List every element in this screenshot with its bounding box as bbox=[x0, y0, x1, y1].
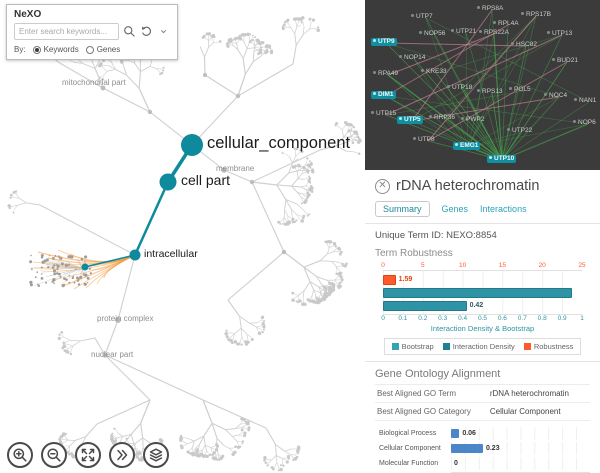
go-alignment-chart: Biological Process 0.06 Cellular Compone… bbox=[375, 427, 590, 473]
go-alignment-table: Best Aligned GO Term rDNA heterochromati… bbox=[375, 384, 590, 421]
network-node-utp9[interactable]: UTP9 bbox=[371, 38, 397, 46]
radio-genes[interactable]: Genes bbox=[85, 45, 120, 54]
go-alignment-heading: Gene Ontology Alignment bbox=[375, 368, 501, 380]
tab-summary[interactable]: Summary bbox=[375, 201, 430, 217]
bootstrap-bar[interactable] bbox=[383, 287, 573, 298]
ontology-tree-canvas[interactable] bbox=[0, 0, 365, 473]
robustness-value: 1.59 bbox=[398, 276, 413, 283]
search-panel: NeXO By: Keywords bbox=[6, 4, 178, 60]
interaction-density-value: 0.42 bbox=[469, 302, 484, 309]
interaction-density-bar[interactable] bbox=[383, 300, 467, 311]
zoom-controls bbox=[7, 442, 169, 468]
network-node-rps17b[interactable]: RPS17B bbox=[521, 11, 551, 19]
tree-node-intracellular[interactable]: intracellular bbox=[144, 248, 198, 260]
robustness-bars: 1.59 0.42 bbox=[383, 271, 582, 314]
tree-label-nuclear-part[interactable]: nuclear part bbox=[91, 350, 134, 359]
network-node-utp22[interactable]: UTP22 bbox=[507, 127, 532, 135]
network-edges-canvas[interactable] bbox=[365, 0, 600, 170]
bottom-axis-title: Interaction Density & Bootstrap bbox=[430, 324, 535, 333]
network-node-kre33[interactable]: KRE33 bbox=[421, 68, 447, 76]
network-node-pwp2[interactable]: PWP2 bbox=[461, 116, 484, 124]
detail-tabs: Summary Genes Interactions bbox=[375, 201, 590, 217]
unique-term-id: Unique Term ID: NEXO:8854 bbox=[375, 230, 497, 241]
layers-button[interactable] bbox=[143, 442, 169, 468]
table-row: Best Aligned GO Term rDNA heterochromati… bbox=[375, 384, 590, 403]
ontology-tree-pane[interactable]: mitochondrial part membrane protein comp… bbox=[0, 0, 365, 473]
term-detail-panel: ✕ rDNA heterochromatin Summary Genes Int… bbox=[365, 170, 600, 473]
chevron-down-icon[interactable] bbox=[156, 25, 170, 39]
network-node-utp21[interactable]: UTP21 bbox=[451, 28, 476, 36]
network-node-nop6[interactable]: NOP6 bbox=[573, 119, 596, 127]
network-node-emg1[interactable]: EMG1 bbox=[453, 142, 481, 150]
radio-keywords[interactable]: Keywords bbox=[32, 45, 79, 54]
term-title: rDNA heterochromatin bbox=[396, 178, 540, 194]
network-node-nan1[interactable]: NAN1 bbox=[574, 97, 596, 105]
network-node-rrp36[interactable]: RRP36 bbox=[429, 114, 455, 122]
close-icon[interactable]: ✕ bbox=[375, 178, 390, 194]
detail-header: ✕ rDNA heterochromatin bbox=[375, 178, 590, 194]
network-node-utp5[interactable]: UTP5 bbox=[397, 116, 423, 124]
network-node-bud21[interactable]: BUD21 bbox=[552, 57, 578, 65]
network-node-dim1[interactable]: DIM1 bbox=[371, 91, 396, 99]
network-node-rpl4a[interactable]: RPL4A bbox=[493, 20, 519, 28]
reset-icon[interactable] bbox=[139, 25, 153, 39]
double-chevron-button[interactable] bbox=[109, 442, 135, 468]
network-node-rpa49[interactable]: RPA49 bbox=[373, 70, 398, 78]
tree-node-cell-part[interactable]: cell part bbox=[181, 172, 231, 188]
network-node-nop14[interactable]: NOP14 bbox=[399, 54, 425, 62]
network-node-utp15[interactable]: UTP15 bbox=[371, 110, 396, 118]
network-node-noc4[interactable]: NOC4 bbox=[544, 92, 567, 100]
tree-label-membrane[interactable]: membrane bbox=[216, 164, 255, 173]
robustness-bar[interactable] bbox=[383, 274, 396, 285]
search-icon[interactable] bbox=[122, 25, 136, 39]
bp-score-bar[interactable] bbox=[451, 429, 460, 438]
network-node-utp13[interactable]: UTP13 bbox=[547, 30, 572, 38]
tree-label-mitochondrial-part[interactable]: mitochondrial part bbox=[62, 78, 126, 87]
network-node-utp18[interactable]: UTP18 bbox=[447, 84, 472, 92]
network-node-utp8[interactable]: UTP8 bbox=[413, 136, 435, 144]
by-label: By: bbox=[14, 45, 26, 54]
tab-genes[interactable]: Genes bbox=[441, 204, 469, 214]
zoom-in-button[interactable] bbox=[7, 442, 33, 468]
divider bbox=[365, 223, 600, 224]
network-node-pol5[interactable]: POL5 bbox=[509, 86, 531, 94]
tree-node-cellular-component[interactable]: cellular_component bbox=[207, 134, 351, 152]
app-title: NeXO bbox=[14, 9, 42, 20]
network-node-rps13[interactable]: RPS13 bbox=[477, 88, 503, 96]
robustness-swatch bbox=[523, 343, 531, 350]
network-node-rps8a[interactable]: RPS8A bbox=[477, 5, 503, 13]
network-node-nop56[interactable]: NOP56 bbox=[419, 30, 445, 38]
radio-keywords-circle[interactable] bbox=[32, 45, 41, 54]
chart-legend: Bootstrap Interaction Density Robustness bbox=[383, 338, 582, 355]
tab-interactions[interactable]: Interactions bbox=[480, 204, 527, 214]
tree-label-protein-complex[interactable]: protein complex bbox=[97, 314, 154, 323]
interaction-density-swatch bbox=[442, 343, 450, 350]
network-node-hsc82[interactable]: HSC82 bbox=[511, 41, 537, 49]
bootstrap-swatch bbox=[391, 343, 399, 350]
network-node-utp7[interactable]: UTP7 bbox=[411, 13, 433, 21]
table-row: Best Aligned GO Category Cellular Compon… bbox=[375, 403, 590, 421]
term-robustness-heading: Term Robustness bbox=[375, 248, 453, 259]
network-node-rps22a[interactable]: RPS22A bbox=[479, 29, 509, 37]
fullscreen-button[interactable] bbox=[75, 442, 101, 468]
divider bbox=[365, 361, 600, 362]
radio-genes-circle[interactable] bbox=[85, 45, 94, 54]
network-node-utp10[interactable]: UTP10 bbox=[487, 155, 517, 163]
zoom-out-button[interactable] bbox=[41, 442, 67, 468]
cc-score-bar[interactable] bbox=[451, 444, 483, 453]
search-input[interactable] bbox=[14, 23, 119, 40]
